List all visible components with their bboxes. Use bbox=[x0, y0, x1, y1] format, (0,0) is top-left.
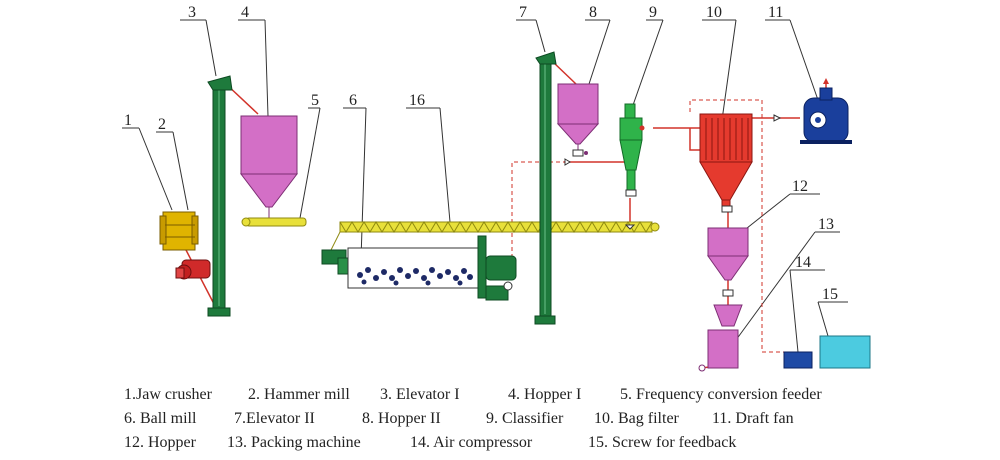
legend-item-15: 15. Screw for feedback bbox=[588, 434, 737, 451]
label-1: 1 bbox=[124, 112, 132, 129]
packing-machine bbox=[698, 304, 743, 372]
label-14: 14 bbox=[795, 254, 811, 271]
legend-row-3: 12. Hopper 13. Packing machine 14. Air c… bbox=[124, 431, 984, 455]
label-6: 6 bbox=[349, 92, 357, 109]
valves bbox=[564, 114, 782, 230]
legend-item-13: 13. Packing machine bbox=[227, 434, 361, 451]
legend-item-4: 4. Hopper I bbox=[508, 386, 582, 403]
elevator-i bbox=[207, 75, 233, 317]
legend-item-3: 3. Elevator I bbox=[380, 386, 460, 403]
legend-row-2: 6. Ball mill 7.Elevator II 8. Hopper II … bbox=[124, 407, 984, 431]
label-11: 11 bbox=[768, 4, 783, 21]
label-13: 13 bbox=[818, 216, 834, 233]
legend-item-6: 6. Ball mill bbox=[124, 410, 197, 427]
legend-item-7: 7.Elevator II bbox=[234, 410, 315, 427]
label-12: 12 bbox=[792, 178, 808, 195]
pipes bbox=[185, 61, 827, 369]
label-16: 16 bbox=[409, 92, 425, 109]
legend-row-1: 1.Jaw crusher 2. Hammer mill 3. Elevator… bbox=[124, 383, 984, 407]
legend-item-10: 10. Bag filter bbox=[594, 410, 679, 427]
label-2: 2 bbox=[158, 116, 166, 133]
screw-conveyor-16 bbox=[329, 221, 660, 253]
number-labels: 1 2 3 4 5 6 16 7 8 9 10 11 12 13 14 15 bbox=[124, 4, 838, 303]
legend-item-1: 1.Jaw crusher bbox=[124, 386, 212, 403]
label-8: 8 bbox=[589, 4, 597, 21]
jaw-crusher bbox=[159, 211, 199, 251]
feeder-5 bbox=[241, 217, 307, 227]
legend-item-5: 5. Frequency conversion feeder bbox=[620, 386, 822, 403]
hopper-ii bbox=[556, 83, 600, 157]
label-15: 15 bbox=[822, 286, 838, 303]
legend: 1.Jaw crusher 2. Hammer mill 3. Elevator… bbox=[124, 383, 984, 455]
legend-item-12: 12. Hopper bbox=[124, 434, 196, 451]
label-3: 3 bbox=[188, 4, 196, 21]
elevator-ii bbox=[534, 51, 557, 325]
screw-feedback-15 bbox=[819, 335, 871, 369]
label-7: 7 bbox=[519, 4, 527, 21]
classifier bbox=[619, 103, 645, 197]
label-10: 10 bbox=[706, 4, 722, 21]
hopper-12 bbox=[707, 227, 749, 297]
feedback-lines bbox=[511, 99, 790, 353]
label-9: 9 bbox=[649, 4, 657, 21]
label-5: 5 bbox=[311, 92, 319, 109]
label-4: 4 bbox=[241, 4, 249, 21]
legend-item-2: 2. Hammer mill bbox=[248, 386, 350, 403]
legend-item-14: 14. Air compressor bbox=[410, 434, 533, 451]
air-compressor bbox=[783, 351, 813, 369]
ball-mill bbox=[321, 235, 517, 301]
hammer-mill bbox=[175, 259, 211, 280]
leader-lines bbox=[122, 19, 848, 353]
bag-filter bbox=[699, 113, 753, 213]
draft-fan bbox=[800, 87, 852, 144]
outlet-arrow bbox=[823, 78, 829, 84]
legend-item-11: 11. Draft fan bbox=[712, 410, 794, 427]
legend-item-9: 9. Classifier bbox=[486, 410, 564, 427]
legend-item-8: 8. Hopper II bbox=[362, 410, 441, 427]
hopper-i bbox=[239, 115, 299, 218]
